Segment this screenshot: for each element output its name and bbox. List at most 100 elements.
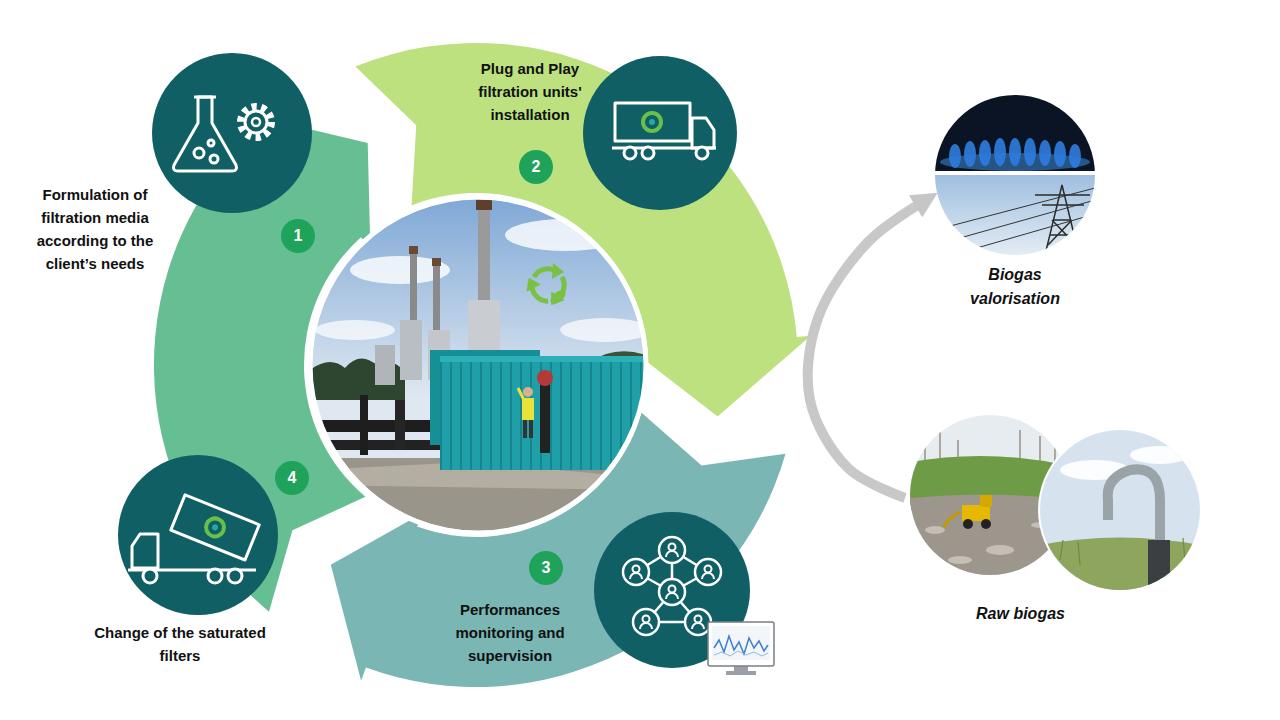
truck-icon — [612, 103, 716, 159]
step-number-badge: 1 — [281, 219, 315, 253]
truck-icon — [615, 103, 690, 141]
truck-icon — [642, 147, 654, 159]
valorisation-photo — [949, 144, 961, 168]
plant-photo — [308, 195, 650, 538]
plant-photo — [478, 205, 490, 305]
truck-icon — [649, 119, 655, 125]
network-icon — [669, 544, 676, 551]
network-icon — [640, 623, 652, 629]
monitor-icon — [714, 651, 768, 656]
step-number-badge: 2 — [519, 150, 553, 184]
valorisation-photo — [949, 138, 1081, 168]
valorisation-photo — [1039, 140, 1051, 166]
biogas-well-photo — [1148, 540, 1170, 590]
flask-gear-icon — [210, 155, 218, 163]
network-icon — [702, 573, 714, 579]
plant-photo — [395, 400, 405, 450]
photo-node: Raw biogas — [905, 410, 1200, 626]
flask-gear-icon — [194, 148, 204, 158]
network-icon — [695, 559, 721, 585]
landfill-photo — [986, 545, 1014, 555]
plant-photo — [522, 398, 534, 420]
dump-truck-icon — [143, 569, 157, 583]
flask-gear-icon — [241, 107, 271, 137]
plant-photo — [518, 388, 524, 400]
valorisation-photo — [994, 138, 1006, 166]
landfill-photo — [944, 512, 960, 528]
biogas-well-photo — [1040, 538, 1200, 591]
biogas-well-photo — [1040, 430, 1200, 590]
plant-photo — [310, 197, 646, 533]
plant-photo — [540, 378, 550, 453]
valorisation-photo — [1009, 138, 1021, 166]
landfill-photo — [980, 495, 992, 507]
monitor-icon — [726, 671, 756, 675]
icon-circle — [118, 455, 278, 615]
network-icon — [643, 616, 650, 623]
valorisation-photo — [935, 171, 1095, 175]
plant-photo — [315, 320, 395, 340]
flask-gear-icon — [174, 97, 237, 171]
step-description: Performances monitoring and supervision — [451, 598, 569, 667]
plant-photo — [400, 320, 422, 380]
photo-caption: Biogas valorisation — [959, 263, 1071, 311]
valorisation-photo — [935, 95, 1095, 260]
step-description: Plug and Play filtration units' installa… — [464, 57, 596, 126]
badge-circle — [281, 219, 315, 253]
monitor-icon — [708, 622, 774, 666]
network-icon — [623, 559, 649, 585]
flask-gear-icon — [245, 111, 267, 133]
biogas-well-photo — [1040, 430, 1200, 590]
photo-node: Biogas valorisation — [935, 95, 1095, 311]
flask-gear-icon — [208, 140, 214, 146]
valorisation-photo — [1054, 141, 1066, 167]
network-icon — [666, 551, 678, 557]
dump-truck-icon — [132, 534, 158, 568]
valorisation-photo — [935, 188, 1095, 260]
flask-gear-icon — [174, 97, 237, 171]
network-icon — [623, 537, 721, 635]
recycle-icon — [521, 263, 569, 310]
valorisation-photo — [1069, 144, 1081, 168]
plant-photo — [360, 395, 368, 455]
network-icon — [669, 586, 676, 593]
plant-photo — [310, 197, 646, 533]
truck-icon — [643, 113, 661, 131]
monitor-icon — [714, 636, 768, 654]
valorisation-photo — [964, 141, 976, 167]
valorisation-photo — [935, 188, 1095, 260]
network-icon — [705, 566, 712, 573]
plant-photo — [523, 420, 527, 438]
photo-caption: Raw biogas — [921, 602, 1121, 626]
plant-photo — [476, 200, 492, 210]
flask-gear-icon — [241, 107, 271, 137]
dump-truck-icon — [203, 516, 226, 539]
dump-truck-icon — [171, 495, 259, 560]
valorisation-photo — [979, 140, 991, 166]
network-icon — [685, 609, 711, 635]
step-number: 4 — [288, 470, 297, 486]
biogas-well-photo — [1060, 538, 1198, 565]
flask-gear-icon — [252, 118, 260, 126]
landfill-photo — [925, 526, 945, 534]
step-number: 3 — [542, 560, 551, 576]
step-number-badge: 3 — [529, 551, 563, 585]
network-icon — [666, 593, 678, 599]
plant-photo — [560, 318, 650, 342]
landfill-photo — [963, 519, 973, 529]
truck-icon — [692, 118, 714, 148]
plant-photo — [432, 258, 441, 266]
valorisation-photo — [1024, 138, 1036, 166]
recycle-icon — [521, 274, 541, 292]
plant-photo — [409, 246, 418, 254]
dump-truck-icon — [208, 569, 222, 583]
monitor-icon — [712, 626, 770, 660]
network-icon — [633, 566, 640, 573]
network-icon — [695, 616, 702, 623]
biogas-well-photo — [1060, 538, 1198, 565]
plant-photo — [523, 387, 533, 397]
biogas-well-photo — [1130, 446, 1190, 464]
